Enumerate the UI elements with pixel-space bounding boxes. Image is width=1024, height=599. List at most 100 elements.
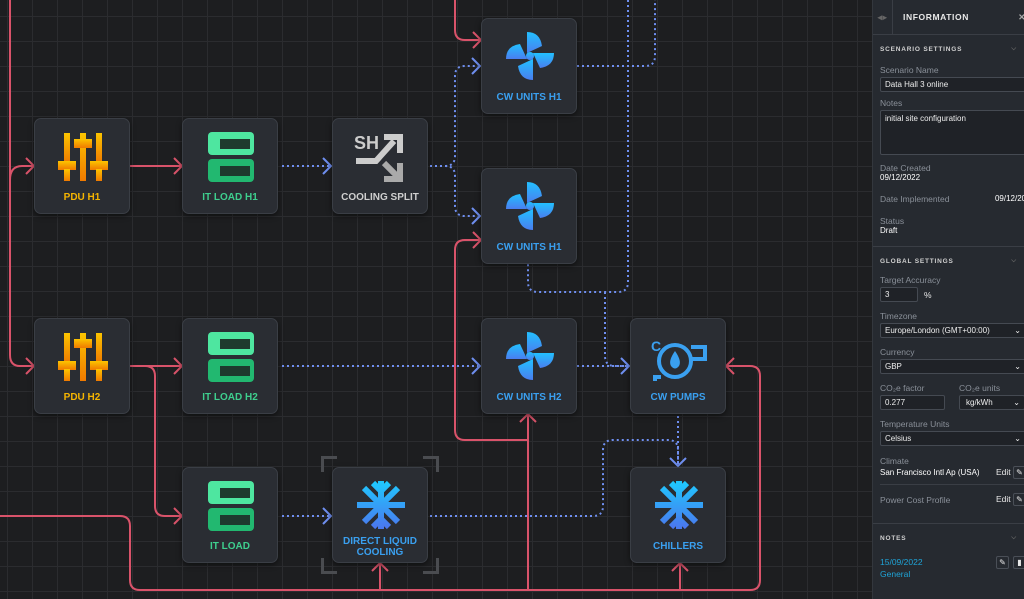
date-created: 09/12/2022 [880,173,921,182]
label-line: DIRECT LIQUID [343,536,417,547]
section-notes[interactable]: NOTES⌵ [880,534,1017,542]
pencil-icon[interactable]: ✎ [1013,493,1024,506]
node-cw-units-h1[interactable]: CW UNITS H1 [481,18,577,114]
notes-textarea[interactable]: initial site configuration [880,110,1024,155]
trash-icon[interactable]: ▮ [1013,556,1024,569]
status: Draft [880,226,898,235]
cooling-connections [282,0,679,517]
node-cw-pumps[interactable]: C CW PUMPS [630,318,726,414]
currency-select[interactable]: GBP⌄ [880,359,1024,374]
cooling-edge [527,0,629,293]
selection-frame [321,456,439,574]
node-label: CW UNITS H1 [496,92,562,103]
fan-icon [506,332,554,380]
fan-icon [506,32,554,80]
pencil-icon[interactable]: ✎ [996,556,1009,569]
power-edge [0,365,761,591]
information-panel: ◂▸ INFORMATION ✕ SCENARIO SETTINGS⌵ Scen… [872,0,1024,599]
node-chillers[interactable]: CHILLERS [630,467,726,563]
note-date[interactable]: 15/09/2022 [880,557,923,567]
node-label: COOLING SPLIT [341,192,419,203]
label-line: COOLING [356,547,404,558]
node-cooling-split[interactable]: SH COOLING SPLIT [332,118,428,214]
cooling-arrows [322,57,687,525]
date-implemented: 09/12/2022 [994,194,1024,203]
label: Status [880,216,905,226]
node-it-load-h2[interactable]: IT LOAD H2 [182,318,278,414]
node-pdu-h1[interactable]: PDU H1 [34,118,130,214]
pencil-icon[interactable]: ✎ [1013,466,1024,479]
co2-units-select[interactable]: kg/kWh⌄ [959,395,1024,410]
label: Notes [880,98,903,108]
label: Currency [880,347,915,357]
flow-canvas[interactable]: PDU H1 PDU H2 IT LOAD H1 IT LOAD H2 IT L… [0,0,872,599]
label: CO₂e units [959,383,1001,393]
edit-power-cost-link[interactable]: Edit [995,494,1011,504]
power-edge [9,165,34,181]
pump-icon: C [651,338,707,381]
label: CO₂e factor [880,383,925,393]
label: Climate [880,456,909,466]
chevron-down-icon: ⌵ [1011,534,1017,541]
label: Timezone [880,311,918,321]
power-edge [454,0,481,41]
chevron-down-icon: ⌵ [1011,257,1017,264]
node-label: IT LOAD H1 [202,192,258,203]
scenario-name-input[interactable]: Data Hall 3 online [880,77,1024,92]
climate-value: San Francisco Intl Ap (USA) [880,468,980,477]
note-category: General [880,569,911,579]
power-edge [454,239,528,441]
cooling-edge [430,65,478,167]
node-cw-units-h1[interactable]: CW UNITS H1 [481,168,577,264]
label: Scenario Name [880,65,939,75]
pdu-icon [58,133,108,181]
label: Target Accuracy [880,275,941,285]
panel-title: INFORMATION [903,12,969,22]
server-icon [208,332,254,382]
cooling-edge [577,0,656,67]
panel-header: ◂▸ INFORMATION ✕ [873,0,1024,35]
node-it-load-h1[interactable]: IT LOAD H1 [182,118,278,214]
chevron-down-icon: ⌄ [1014,362,1021,371]
node-cw-units-h2[interactable]: CW UNITS H2 [481,318,577,414]
label: Temperature Units [880,419,950,429]
node-label: CW PUMPS [650,392,706,403]
node-label: PDU H1 [63,192,101,203]
label: Date Created [880,163,931,173]
unit: % [924,289,932,300]
power-edge [9,0,34,367]
temperature-units-select[interactable]: Celsius⌄ [880,431,1024,446]
power-connections [0,0,761,591]
node-label: IT LOAD H2 [202,392,258,403]
cooling-edge [430,439,679,517]
node-label: CHILLERS [653,541,703,552]
node-label: CW UNITS H2 [496,392,562,403]
power-edge [144,365,182,517]
edit-climate-link[interactable]: Edit [995,467,1011,477]
chevron-down-icon: ⌵ [1011,45,1017,52]
pdu-icon [58,333,108,381]
snowflake-icon [655,480,703,530]
section-global-settings[interactable]: GLOBAL SETTINGS⌵ [880,257,1017,265]
split-icon: SH [354,133,403,182]
target-accuracy-input[interactable]: 3 [880,287,918,302]
node-label: IT LOAD [210,541,250,552]
snowflake-icon [357,480,405,530]
section-scenario-settings[interactable]: SCENARIO SETTINGS⌵ [880,45,1017,53]
co2-factor-input[interactable]: 0.277 [880,395,945,410]
svg-text:SH: SH [354,133,379,153]
chevron-down-icon: ⌄ [1014,434,1021,443]
node-it-load[interactable]: IT LOAD [182,467,278,563]
cooling-edge [444,165,478,217]
collapse-handle-icon[interactable]: ◂▸ [873,0,893,35]
server-icon [208,481,254,531]
close-icon[interactable]: ✕ [1018,12,1024,23]
node-label: PDU H2 [63,392,101,403]
label: Date Implemented [880,194,950,204]
cooling-edge [604,292,628,367]
node-pdu-h2[interactable]: PDU H2 [34,318,130,414]
timezone-select[interactable]: Europe/London (GMT+00:00)⌄ [880,323,1024,338]
server-icon [208,132,254,182]
